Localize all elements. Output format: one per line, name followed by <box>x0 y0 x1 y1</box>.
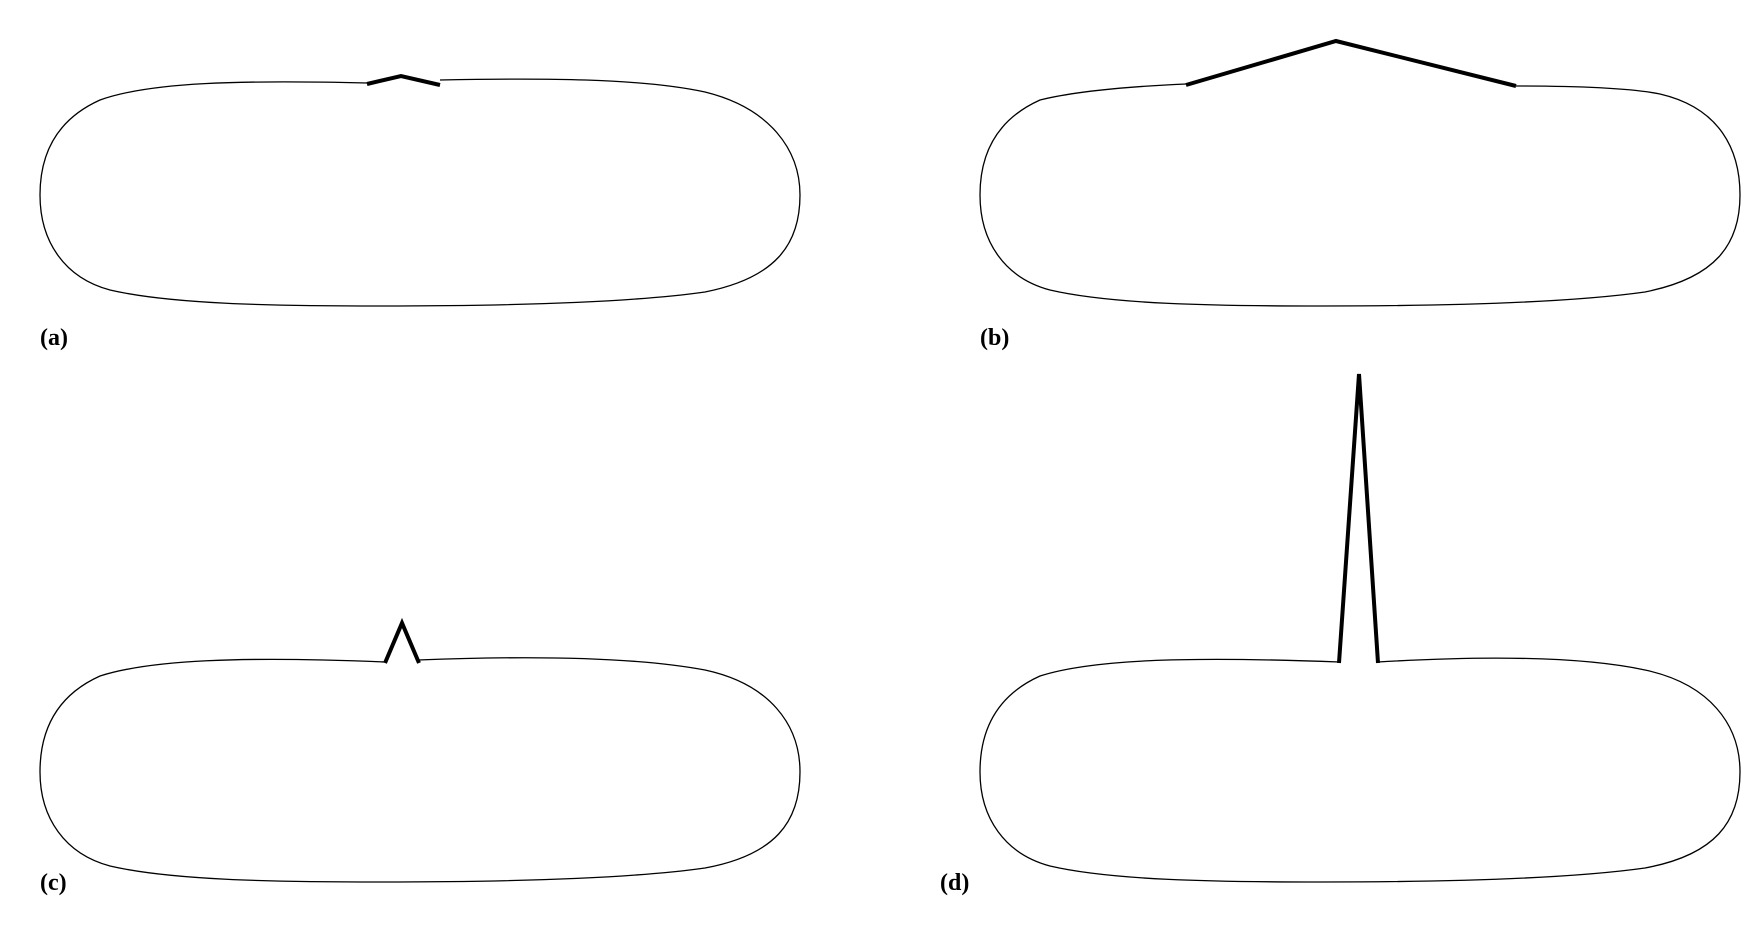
panel-d-outline <box>979 657 1741 883</box>
panel-b-label: (b) <box>980 325 1009 351</box>
panel-c-bump <box>383 617 421 664</box>
panel-a-label: (a) <box>40 325 68 351</box>
panel-a: (a) <box>39 73 801 351</box>
panel-a-bump <box>366 73 441 87</box>
panel-a-outline <box>39 78 801 307</box>
panel-b: (b) <box>979 38 1741 351</box>
panel-b-outline <box>979 83 1741 307</box>
panel-b-bump <box>1185 38 1517 88</box>
panel-d-spike <box>1337 373 1380 664</box>
panel-c: (c) <box>39 617 801 896</box>
panel-c-outline <box>39 657 801 883</box>
panel-d: (d) <box>940 373 1741 896</box>
panel-d-label: (d) <box>940 870 969 896</box>
panel-c-label: (c) <box>40 870 67 896</box>
